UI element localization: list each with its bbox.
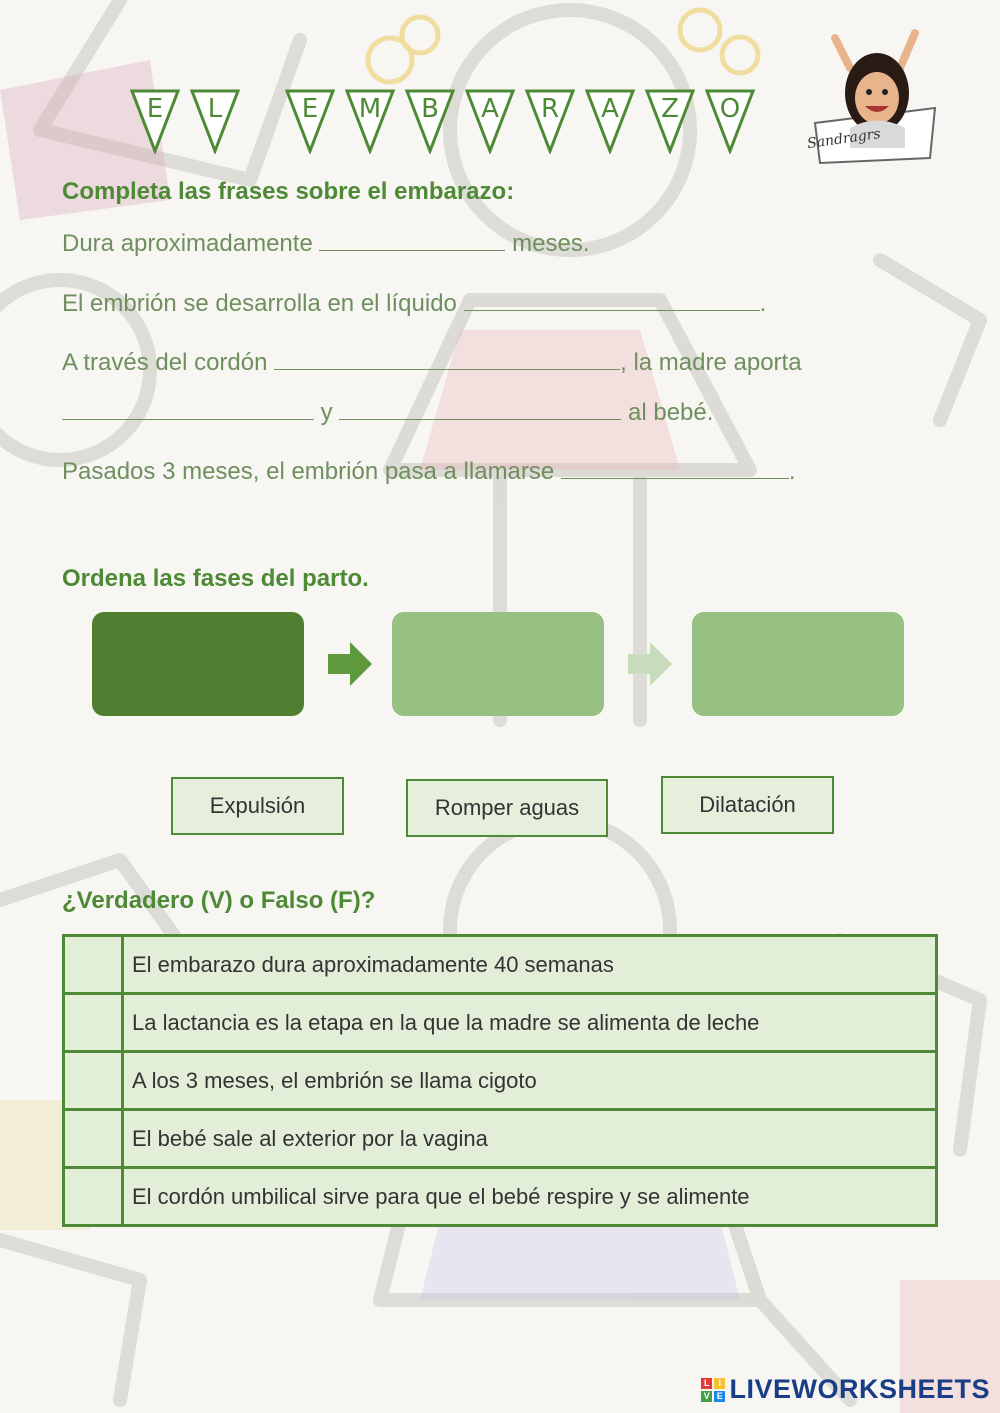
drop-zone-step-3[interactable]: [692, 612, 904, 716]
blank-cord[interactable]: [274, 347, 621, 370]
true-false-table: El embarazo dura aproximadamente 40 sema…: [62, 934, 938, 1227]
sentence-5: Pasados 3 meses, el embrión pasa a llama…: [62, 456, 796, 486]
blank-nutrient-2[interactable]: [339, 397, 622, 420]
banner-flag: E: [130, 88, 180, 154]
option-expulsion[interactable]: Expulsión: [171, 777, 344, 835]
banner-flag: O: [705, 88, 755, 154]
answer-box[interactable]: [62, 1050, 124, 1111]
sentence-1: Dura aproximadamente meses.: [62, 228, 590, 258]
option-romper-aguas[interactable]: Romper aguas: [406, 779, 608, 837]
section-heading-order: Ordena las fases del parto.: [62, 565, 369, 592]
sentence-text: Dura aproximadamente: [62, 230, 313, 257]
section-heading-complete: Completa las frases sobre el embarazo:: [62, 178, 515, 205]
banner-flag: L: [190, 88, 240, 154]
statement-text: El bebé sale al exterior por la vagina: [121, 1108, 938, 1169]
drop-zone-step-2[interactable]: [392, 612, 604, 716]
blank-fetus[interactable]: [560, 456, 789, 479]
statement-text: A los 3 meses, el embrión se llama cigot…: [121, 1050, 938, 1111]
statement-text: El cordón umbilical sirve para que el be…: [121, 1166, 938, 1227]
table-row: La lactancia es la etapa en la que la ma…: [62, 992, 938, 1053]
section-heading-true-false: ¿Verdadero (V) o Falso (F)?: [62, 887, 376, 914]
table-row: El cordón umbilical sirve para que el be…: [62, 1166, 938, 1227]
drop-zone-step-1[interactable]: [92, 612, 304, 716]
banner-flag: E: [285, 88, 335, 154]
sentence-text: meses.: [512, 230, 590, 257]
blank-months[interactable]: [319, 228, 506, 251]
sentence-text: El embrión se desarrolla en el líquido: [62, 290, 457, 317]
statement-text: El embarazo dura aproximadamente 40 sema…: [121, 934, 938, 995]
sentence-3: A través del cordón , la madre aporta: [62, 347, 802, 377]
banner-flag: A: [585, 88, 635, 154]
arrow-right-icon: [628, 642, 672, 686]
answer-box[interactable]: [62, 1166, 124, 1227]
sentence-text: A través del cordón: [62, 349, 268, 376]
answer-box[interactable]: [62, 992, 124, 1053]
banner-flag: R: [525, 88, 575, 154]
statement-text: La lactancia es la etapa en la que la ma…: [121, 992, 938, 1053]
teacher-avatar: Sandragrs: [805, 28, 945, 173]
sentence-text: al bebé.: [628, 399, 714, 426]
sentence-text: .: [759, 290, 767, 317]
blank-nutrient-1[interactable]: [62, 397, 314, 420]
blank-liquid[interactable]: [463, 288, 760, 311]
avatar-illustration: [813, 29, 937, 165]
banner-flag: Z: [645, 88, 695, 154]
answer-box[interactable]: [62, 934, 124, 995]
table-row: El embarazo dura aproximadamente 40 sema…: [62, 934, 938, 995]
banner-flag: M: [345, 88, 395, 154]
sentence-text: y: [320, 399, 333, 426]
sentence-text: Pasados 3 meses, el embrión pasa a llama…: [62, 458, 555, 485]
table-row: El bebé sale al exterior por la vagina: [62, 1108, 938, 1169]
sentence-text: .: [788, 458, 796, 485]
sentence-text: , la madre aporta: [620, 349, 802, 376]
answer-box[interactable]: [62, 1108, 124, 1169]
banner-flag: A: [465, 88, 515, 154]
sentence-2: El embrión se desarrolla en el líquido .: [62, 288, 766, 318]
table-row: A los 3 meses, el embrión se llama cigot…: [62, 1050, 938, 1111]
title-banner: E L E M B A R A Z O: [120, 88, 780, 163]
banner-flag: B: [405, 88, 455, 154]
option-dilatacion[interactable]: Dilatación: [661, 776, 834, 834]
arrow-right-icon: [328, 642, 372, 686]
sentence-4: y al bebé.: [62, 397, 713, 427]
brand-name: LIVEWORKSHEETS: [729, 1374, 990, 1404]
